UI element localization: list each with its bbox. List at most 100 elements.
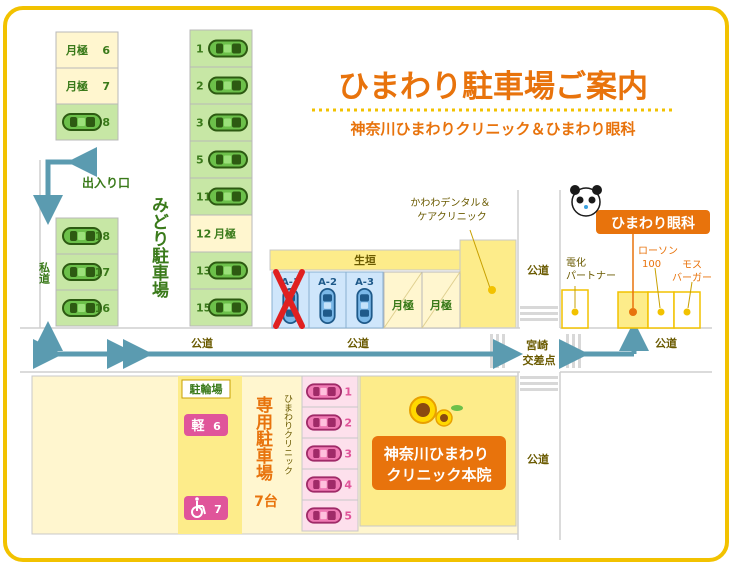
lawson-pointer xyxy=(654,267,661,309)
left-top-slot xyxy=(55,31,119,69)
left-bottom-slot-number: 16 xyxy=(95,302,111,315)
left-bottom-slot-number: 18 xyxy=(95,230,110,243)
monthly-slot-label: 月極 xyxy=(429,298,452,312)
denka-line-1: 電化 xyxy=(566,256,586,269)
car-icon xyxy=(62,113,102,131)
car-icon xyxy=(306,445,342,462)
kei-label: 軽 xyxy=(191,418,205,434)
sunflower-icon xyxy=(409,396,463,427)
bicycle-label-box xyxy=(181,379,231,399)
denka-line-2: パートナー xyxy=(566,270,616,282)
monthly-diagonal xyxy=(421,271,461,329)
left-top-slot-number: 8 xyxy=(102,116,110,129)
left-bottom-slot-number: 17 xyxy=(95,266,110,279)
car-icon xyxy=(208,76,248,95)
dental-label: かわわデンタル＆ ケアクリニック xyxy=(410,196,493,223)
clinic-main-line-2: クリニック本院 xyxy=(386,466,491,484)
public-road-label-3: 公道 xyxy=(527,263,549,277)
car-icon xyxy=(306,507,342,524)
monthly-diagonal xyxy=(383,271,423,329)
wheelchair-number: 7 xyxy=(214,503,222,516)
panda-icon xyxy=(570,185,602,217)
car-icon xyxy=(208,261,248,280)
left-top-slot-number: 7 xyxy=(102,80,110,93)
public-road-label-5: 公道 xyxy=(655,336,677,350)
eye-clinic-dot xyxy=(629,308,637,316)
bicycle-parking-label: 駐輪場 xyxy=(190,382,223,396)
midori-slot-number: 12 xyxy=(196,228,211,241)
wheelchair-badge xyxy=(184,496,228,520)
eye-clinic-label: ひまわり眼科 xyxy=(611,215,695,232)
midori-slot-number: 2 xyxy=(196,80,204,93)
pink-slot-number: 2 xyxy=(344,417,352,430)
entrance-label: 出入り口 xyxy=(82,175,130,190)
private-road-label: 私道 xyxy=(38,261,51,285)
car-icon xyxy=(306,476,342,493)
lawson-dot xyxy=(657,308,665,316)
pink-slot-number: 3 xyxy=(344,448,352,461)
mos-dot xyxy=(683,308,691,316)
midori-slot-number: 13 xyxy=(196,265,211,278)
dental-dot xyxy=(488,286,496,294)
clinic-main-badge xyxy=(372,436,506,490)
left-top-slot xyxy=(55,67,119,105)
kei-number: 6 xyxy=(213,420,221,433)
lawson-line-2: 100 xyxy=(642,259,661,270)
pink-slot-number: 5 xyxy=(344,510,352,523)
car-icon xyxy=(208,150,248,169)
dedicated-parking-label: 専用駐車場 xyxy=(252,396,273,482)
left-top-slot-number: 6 xyxy=(102,44,110,57)
monthly-lots: 月極 月極 xyxy=(383,271,461,329)
road-arrows xyxy=(33,321,649,369)
denka-label: 電化 パートナー xyxy=(566,256,616,282)
map-title: ひまわり駐車場ご案内 xyxy=(338,69,648,105)
wheelchair-icon xyxy=(191,501,206,518)
hedge-label: 生垣 xyxy=(354,253,376,267)
entrance-arrow xyxy=(33,147,97,225)
clinic-main-line-1: 神奈川ひまわり xyxy=(384,445,489,463)
mos-line-1: モス xyxy=(682,260,702,271)
a-slot-label: A-2 xyxy=(318,277,337,288)
lawson-line-1: ローソン xyxy=(638,246,678,257)
midori-slot-number: 11 xyxy=(196,191,211,204)
car-icon xyxy=(306,383,342,400)
clinic-main-label: 神奈川ひまわり クリニック本院 xyxy=(384,445,494,484)
car-icon xyxy=(208,187,248,206)
dental-building xyxy=(459,239,517,329)
lawson-label: ローソン 100 xyxy=(638,246,681,270)
intersection-line-1: 宮崎 xyxy=(526,338,548,352)
public-road-label-2: 公道 xyxy=(347,336,369,350)
dental-line-1: かわわデンタル＆ xyxy=(410,196,490,209)
mos-label: モス バーガー xyxy=(672,260,712,284)
midori-slot-number: 15 xyxy=(196,302,211,315)
public-road-label-4: 公道 xyxy=(527,452,549,466)
car-icon xyxy=(208,39,248,58)
mos-line-2: バーガー xyxy=(672,272,712,284)
midori-monthly-label: 月極 xyxy=(213,227,236,241)
car-icon xyxy=(208,113,248,132)
pink-slot-number: 4 xyxy=(344,479,352,492)
closed-cross-mark xyxy=(273,269,305,329)
intersection-line-2: 交差点 xyxy=(523,353,556,367)
midori-slot-number: 3 xyxy=(196,117,204,130)
car-icon xyxy=(319,288,336,324)
left-top-lots: 月極 6 月極 7 8 xyxy=(55,31,119,141)
a-slot-label: A-1 xyxy=(281,277,300,288)
monthly-slot-label: 月極 xyxy=(391,298,414,312)
denka-dot xyxy=(571,308,579,316)
intersection-label: 宮崎 交差点 xyxy=(523,338,556,367)
dental-pointer xyxy=(469,229,491,289)
eye-clinic-badge xyxy=(596,210,710,234)
left-top-monthly-label: 月極 xyxy=(65,43,88,57)
left-top-monthly-label: 月極 xyxy=(65,79,88,93)
car-icon xyxy=(208,298,248,317)
left-bottom-lots: 18 17 16 xyxy=(55,217,119,327)
map-subtitle: 神奈川ひまわりクリニック＆ひまわり眼科 xyxy=(350,120,635,138)
dedicated-count: 7台 xyxy=(254,493,278,510)
wheelchair-head xyxy=(195,497,199,501)
midori-slot xyxy=(189,214,253,253)
dental-line-2: ケアクリニック xyxy=(417,211,487,223)
midori-slot-number: 1 xyxy=(196,43,204,56)
